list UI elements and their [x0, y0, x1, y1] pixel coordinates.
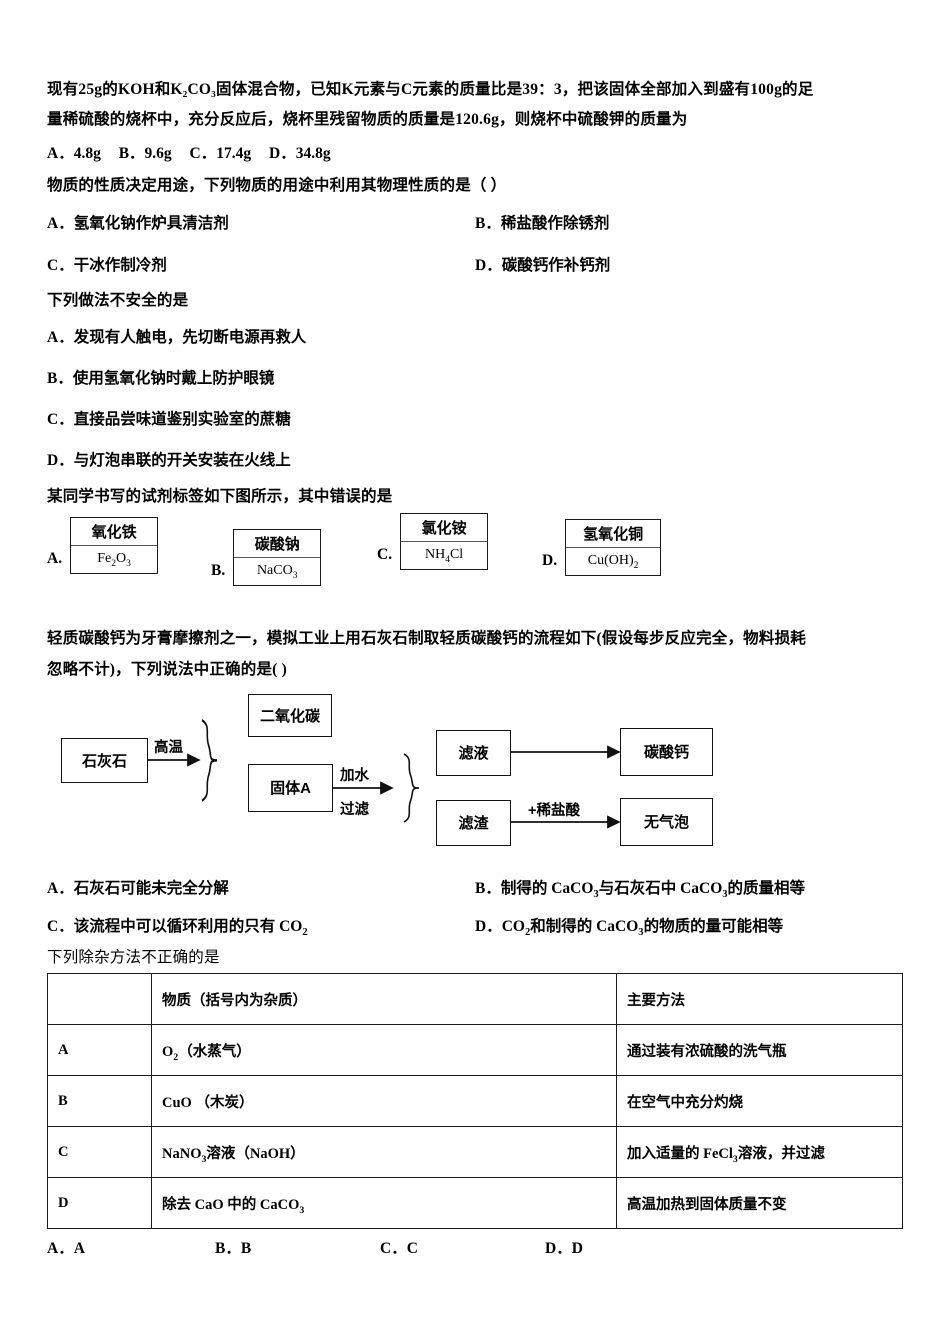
question-13: 某同学书写的试剂标签如下图所示，其中错误的是 A. 氧化铁 Fe2O3 B. 碳… [47, 489, 903, 597]
table-row: C NaNO3溶液（NaOH） 加入适量的 FeCl3溶液，并过滤 [47, 1126, 903, 1178]
impurity-removal-table: 物质（括号内为杂质） 主要方法 A O2（水蒸气） 通过装有浓硫酸的洗气瓶 B … [47, 973, 903, 1229]
option-15-a[interactable]: A．A [47, 1240, 85, 1257]
reagent-formula-c: NH4Cl [424, 546, 464, 565]
exam-sheet: 现有25g的KOH和K₂CO₃固体混合物，已知K元素与C元素的质量比是39：3，… [47, 82, 903, 1262]
option-10-a[interactable]: A．4.8g [47, 145, 101, 162]
option-12-b[interactable]: B．使用氢氧化钠时戴上防护眼镜 [47, 370, 275, 387]
option-11-b[interactable]: B．稀盐酸作除锈剂 [475, 214, 610, 232]
reagent-name-d: 氢氧化铜 [566, 520, 661, 548]
question-14-stem-line1: 轻质碳酸钙为牙膏摩擦剂之一，模拟工业上用石灰石制取轻质碳酸钙的流程如下(假设每步… [47, 629, 806, 647]
question-12-stem: 下列做法不安全的是 [47, 291, 189, 309]
flow-node-filtrate: 滤液 [436, 729, 511, 776]
question-11-stem: 物质的性质决定用途，下列物质的用途中利用其物理性质的是（ ） [47, 177, 507, 194]
reagent-label-a: A. 氧化铁 Fe2O3 [47, 516, 159, 574]
question-13-stem: 某同学书写的试剂标签如下图所示，其中错误的是 [47, 488, 393, 505]
flow-node-co2: 二氧化碳 [248, 693, 332, 737]
option-14-d[interactable]: D．CO2和制得的 CaCO3的物质的量可能相等 [475, 917, 784, 938]
option-15-d[interactable]: D．D [545, 1240, 583, 1257]
option-11-d[interactable]: D．碳酸钙作补钙剂 [475, 256, 611, 274]
reagent-formula-a: Fe2O3 [97, 550, 131, 569]
option-13-b-letter[interactable]: B. [211, 561, 226, 579]
question-12: 下列做法不安全的是 A．发现有人触电，先切断电源再救人 B．使用氢氧化钠时戴上防… [47, 291, 903, 471]
option-10-d[interactable]: D．34.8g [269, 145, 331, 162]
table-header-index [47, 973, 152, 1025]
flow-node-caco3: 碳酸钙 [620, 727, 713, 776]
reagent-box-b: 碳酸钠 NaCO3 [233, 528, 322, 586]
question-15: 下列除杂方法不正确的是 物质（括号内为杂质） 主要方法 A O2（水蒸气） 通过… [47, 948, 903, 1263]
row-method-a: 通过装有浓硫酸的洗气瓶 [616, 1024, 903, 1076]
reagent-name-a: 氧化铁 [71, 518, 158, 546]
reagent-formula-b: NaCO3 [256, 562, 298, 581]
option-13-a-letter[interactable]: A. [47, 549, 63, 567]
flow-node-limestone: 石灰石 [61, 737, 148, 783]
reagent-label-c: C. 氯化铵 NH4Cl [377, 512, 489, 570]
option-10-c[interactable]: C．17.4g [189, 145, 252, 162]
question-11: 物质的性质决定用途，下列物质的用途中利用其物理性质的是（ ） A．氢氧化钠作炉具… [47, 178, 903, 295]
row-method-c: 加入适量的 FeCl3溶液，并过滤 [616, 1126, 903, 1178]
question-15-options: A．A B．B C．C D．D [47, 1236, 903, 1262]
option-14-a[interactable]: A．石灰石可能未完全分解 [47, 879, 229, 897]
question-14-options: A．石灰石可能未完全分解 B．制得的 CaCO3与石灰石中 CaCO3的质量相等… [47, 876, 903, 952]
reagent-formula-d: Cu(OH)2 [587, 552, 639, 571]
row-index-a: A [47, 1024, 152, 1076]
table-row: A O2（水蒸气） 通过装有浓硫酸的洗气瓶 [47, 1024, 903, 1076]
flow-label-add-water: 加水 [340, 767, 369, 784]
option-15-b[interactable]: B．B [215, 1240, 252, 1257]
reagent-label-b: B. 碳酸钠 NaCO3 [211, 528, 322, 586]
option-14-c[interactable]: C．该流程中可以循环利用的只有 CO2 [47, 917, 308, 938]
table-header-row: 物质（括号内为杂质） 主要方法 [47, 973, 903, 1025]
question-10-options: A．4.8g B．9.6g C．17.4g D．34.8g [47, 141, 903, 163]
option-13-d-letter[interactable]: D. [542, 551, 558, 569]
question-14: 轻质碳酸钙为牙膏摩擦剂之一，模拟工业上用石灰石制取轻质碳酸钙的流程如下(假设每步… [47, 629, 903, 952]
row-index-b: B [47, 1075, 152, 1127]
flow-label-filter: 过滤 [340, 801, 369, 818]
row-substance-c: NaNO3溶液（NaOH） [151, 1126, 617, 1178]
row-substance-b: CuO （木炭） [151, 1075, 617, 1127]
reagent-box-a: 氧化铁 Fe2O3 [70, 516, 159, 574]
table-header-substance: 物质（括号内为杂质） [151, 973, 617, 1025]
question-14-stem-line2: 忽略不计)，下列说法中正确的是( ) [47, 661, 287, 678]
option-11-a[interactable]: A．氢氧化钠作炉具清洁剂 [47, 214, 229, 232]
question-13-label-figure: A. 氧化铁 Fe2O3 B. 碳酸钠 NaCO3 C. [47, 511, 903, 597]
reagent-box-d: 氢氧化铜 Cu(OH)2 [565, 518, 662, 576]
reagent-name-c: 氯化铵 [401, 514, 488, 542]
option-11-c[interactable]: C．干冰作制冷剂 [47, 256, 167, 274]
question-10: 现有25g的KOH和K₂CO₃固体混合物，已知K元素与C元素的质量比是39：3，… [47, 82, 903, 163]
option-10-b[interactable]: B．9.6g [118, 145, 172, 162]
option-12-c[interactable]: C．直接品尝味道鉴别实验室的蔗糖 [47, 411, 291, 428]
option-15-c[interactable]: C．C [380, 1240, 418, 1257]
option-12-d[interactable]: D．与灯泡串联的开关安装在火线上 [47, 452, 291, 469]
table-row: B CuO （木炭） 在空气中充分灼烧 [47, 1075, 903, 1127]
question-10-stem-line1: 现有25g的KOH和K₂CO₃固体混合物，已知K元素与C元素的质量比是39：3，… [47, 81, 814, 98]
flow-label-dilute-hcl: +稀盐酸 [528, 802, 580, 819]
flow-node-no-bubble: 无气泡 [620, 797, 713, 846]
option-14-b[interactable]: B．制得的 CaCO3与石灰石中 CaCO3的质量相等 [475, 879, 806, 900]
row-substance-a: O2（水蒸气） [151, 1024, 617, 1076]
row-method-d: 高温加热到固体质量不变 [616, 1177, 903, 1229]
question-15-stem: 下列除杂方法不正确的是 [47, 948, 220, 966]
question-12-options: A．发现有人触电，先切断电源再救人 B．使用氢氧化钠时戴上防护眼镜 C．直接品尝… [47, 325, 903, 470]
question-14-flowchart: 石灰石 高温 二氧化碳 固体A 加水 过滤 滤液 滤渣 +稀盐酸 碳酸钙 无气泡 [47, 686, 903, 854]
flow-node-solid-a: 固体A [248, 763, 333, 812]
reagent-box-c: 氯化铵 NH4Cl [400, 512, 489, 570]
question-10-stem-line2: 量稀硫酸的烧杯中，充分反应后，烧杯里残留物质的质量是120.6g，则烧杯中硫酸钾… [47, 110, 688, 128]
table-row: D 除去 CaO 中的 CaCO3 高温加热到固体质量不变 [47, 1177, 903, 1229]
question-11-options: A．氢氧化钠作炉具清洁剂 B．稀盐酸作除锈剂 C．干冰作制冷剂 D．碳酸钙作补钙… [47, 211, 903, 295]
reagent-label-d: D. 氢氧化铜 Cu(OH)2 [542, 518, 662, 576]
row-index-c: C [47, 1126, 152, 1178]
row-method-b: 在空气中充分灼烧 [616, 1075, 903, 1127]
row-index-d: D [47, 1177, 152, 1229]
option-12-a[interactable]: A．发现有人触电，先切断电源再救人 [47, 329, 307, 346]
flow-node-residue: 滤渣 [436, 799, 511, 846]
flow-label-high-temp: 高温 [154, 739, 183, 756]
reagent-name-b: 碳酸钠 [234, 530, 321, 558]
table-header-method: 主要方法 [616, 973, 903, 1025]
option-13-c-letter[interactable]: C. [377, 545, 393, 563]
row-substance-d: 除去 CaO 中的 CaCO3 [151, 1177, 617, 1229]
